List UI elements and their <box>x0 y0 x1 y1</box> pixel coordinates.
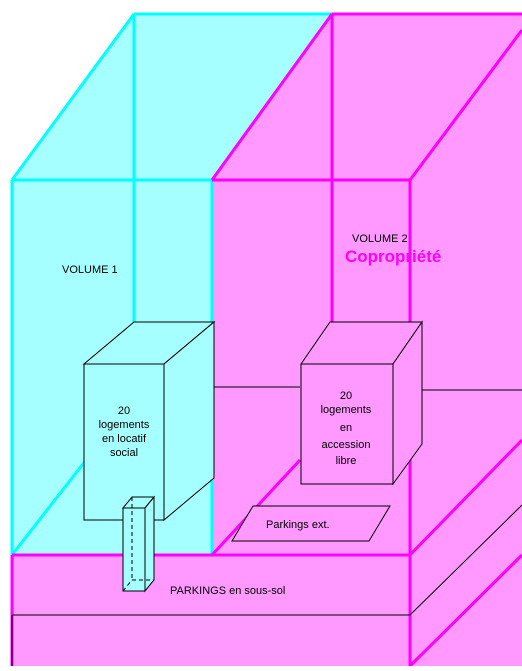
block-social-line-3: en locatif <box>102 433 147 445</box>
block-libre-line-5: libre <box>336 455 357 467</box>
volume-2-label: VOLUME 2 <box>352 233 408 245</box>
construction-lines <box>11 386 522 666</box>
block-social-line-4: social <box>110 447 138 459</box>
block-social-line-1: 20 <box>118 405 130 417</box>
block-libre-housing <box>300 320 423 486</box>
block-libre-line-4: accession <box>322 439 371 451</box>
block-libre-line-2: logements <box>321 404 372 416</box>
volume-1-label: VOLUME 1 <box>62 264 118 276</box>
block-libre-line-3: en <box>340 422 352 434</box>
parkings-ext-area <box>231 505 391 542</box>
block-libre-line-1: 20 <box>340 390 352 402</box>
copropriete-title: Copropriété <box>345 247 441 266</box>
block-social-line-2: logements <box>99 419 150 431</box>
access-shaft <box>121 495 156 593</box>
parkings-ext-label: Parkings ext. <box>266 519 330 531</box>
block-social-housing <box>82 320 216 522</box>
parkings-sous-sol-label: PARKINGS en sous-sol <box>170 585 285 597</box>
